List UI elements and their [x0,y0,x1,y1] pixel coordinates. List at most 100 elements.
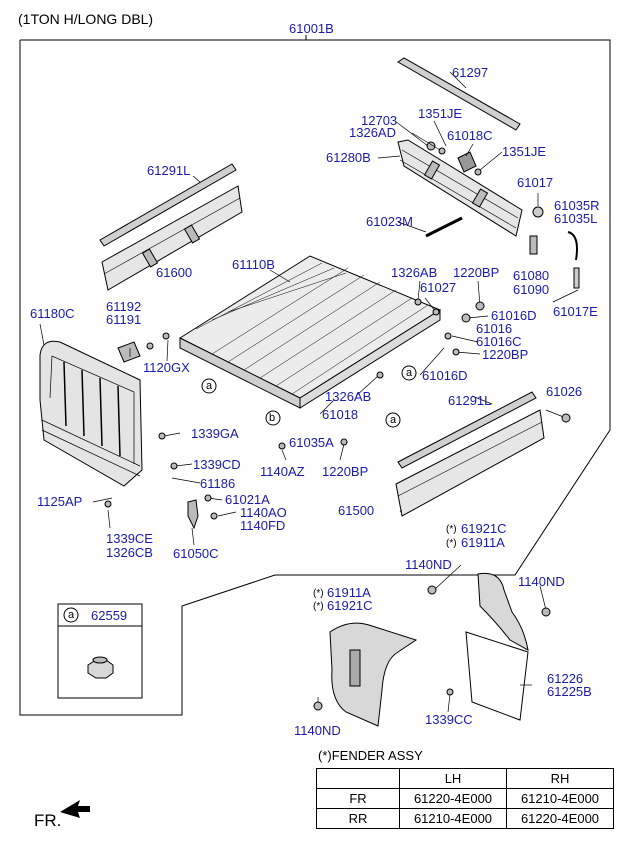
table-cell: 61220-4E000 [506,808,614,829]
label-61027: 61027 [420,280,457,295]
label-61016: 61016 [476,321,513,336]
label-61921C-b: 61921C [327,598,373,613]
label-61291L-a: 61291L [147,163,191,178]
callout-a-inset: a [68,609,75,621]
label-61225B: 61225B [547,684,592,699]
label-61026: 61026 [546,384,583,399]
label-61017: 61017 [517,175,554,190]
table-header-row: LH RH [316,768,614,789]
label-61226: 61226 [547,671,584,686]
hinge-spring-parts [425,141,580,289]
label-61192: 61192 [106,299,142,314]
side-rail-61291L-left [99,163,237,247]
label-1140AZ: 1140AZ [260,464,305,479]
rear-gate-61280B [397,139,523,237]
label-1220BP-a: 1220BP [453,265,500,280]
callout-a-3: a [406,367,413,379]
table-row: FR 61220-4E000 61210-4E000 [316,788,614,809]
side-gate-61500 [395,409,545,517]
label-61110B: 61110B [232,257,275,272]
label-1125AP: 1125AP [37,494,83,509]
star-marker-3: (*) [313,588,324,599]
label-61018: 61018 [322,407,359,422]
label-1120GX: 1120GX [143,360,190,375]
label-61911A-a: 61911A [461,535,505,550]
label-61001B: 61001B [289,21,334,36]
cargo-floor-61110B [178,255,442,409]
callout-a-1: a [206,380,213,392]
table-header-cell: RH [506,768,614,789]
label-61035L: 61035L [554,211,598,226]
label-61023M: 61023M [366,214,413,229]
table-row: RR 61210-4E000 61220-4E000 [316,808,614,829]
label-1220BP-c: 1220BP [322,464,369,479]
label-61600: 61600 [156,265,193,280]
label-1351JE-a: 1351JE [418,106,463,121]
label-1339GA: 1339GA [191,426,239,441]
label-61180C: 61180C [30,306,75,321]
label-1326AD: 1326AD [349,125,396,140]
label-61016C: 61016C [476,334,522,349]
label-61018C: 61018C [447,128,493,143]
label-61016D-b: 61016D [422,368,468,383]
table-header-cell: LH [399,768,507,789]
label-61090: 61090 [513,282,550,297]
label-1326AB-b: 1326AB [325,389,372,404]
table-cell: 61210-4E000 [506,788,614,809]
callout-a-2: a [390,414,397,426]
callout-b: b [269,412,276,424]
latch-61050C [187,499,199,530]
label-1140AO: 1140AO [240,505,287,520]
label-61035A: 61035A [289,435,334,450]
label-61017E: 61017E [553,304,598,319]
label-1140ND-c: 1140ND [294,723,341,738]
label-62559: 62559 [91,608,128,623]
label-61080: 61080 [513,268,550,283]
table-cell: FR [316,788,400,809]
fasteners [104,298,571,711]
label-1326AB-a: 1326AB [391,265,438,280]
table-header-cell [316,768,400,789]
gate-rail-61297 [397,57,521,131]
label-61500: 61500 [338,503,375,518]
fender-assy-table: LH RH FR 61220-4E000 61210-4E000 RR 6121… [316,768,614,829]
label-1140FD: 1140FD [240,518,286,533]
diagram-header: (1TON H/LONG DBL) [18,11,154,27]
assembly-boundary [19,39,611,716]
table-cell: RR [316,808,400,829]
front-panel-61180C [39,340,143,487]
front-marker-label: FR. [34,811,62,830]
label-1220BP-b: 1220BP [482,347,529,362]
label-61050C: 61050C [173,546,219,561]
label-1140ND-b: 1140ND [518,574,565,589]
label-1140ND-a: 1140ND [405,557,452,572]
label-1339CE: 1339CE [106,531,153,546]
label-61921C-a: 61921C [461,521,507,536]
label-1326CB: 1326CB [106,545,153,560]
label-61191: 61191 [106,312,142,327]
label-61911A-b: 61911A [327,585,371,600]
side-gate-61600 [101,185,243,291]
front-arrow-icon [60,800,90,818]
nut-inset-box [57,603,143,699]
table-cell: 61210-4E000 [399,808,507,829]
label-1351JE-b: 1351JE [502,144,547,159]
table-cell: 61220-4E000 [399,788,507,809]
star-marker-1: (*) [446,524,457,535]
front-fender [329,622,418,727]
label-12703: 12703 [361,113,398,128]
side-rail-61291L-right [397,391,537,469]
label-61186: 61186 [200,476,236,491]
mud-flap-61226 [465,631,529,721]
label-61297: 61297 [452,65,489,80]
label-61035R: 61035R [554,198,600,213]
star-marker-2: (*) [446,538,457,549]
hinge-61192 [117,341,141,363]
rear-fender [465,572,529,721]
label-61016D-a: 61016D [491,308,537,323]
label-1339CD: 1339CD [193,457,241,472]
label-61021A: 61021A [225,492,270,507]
label-1339CC: 1339CC [425,712,473,727]
label-61291L-b: 61291L [448,393,492,408]
